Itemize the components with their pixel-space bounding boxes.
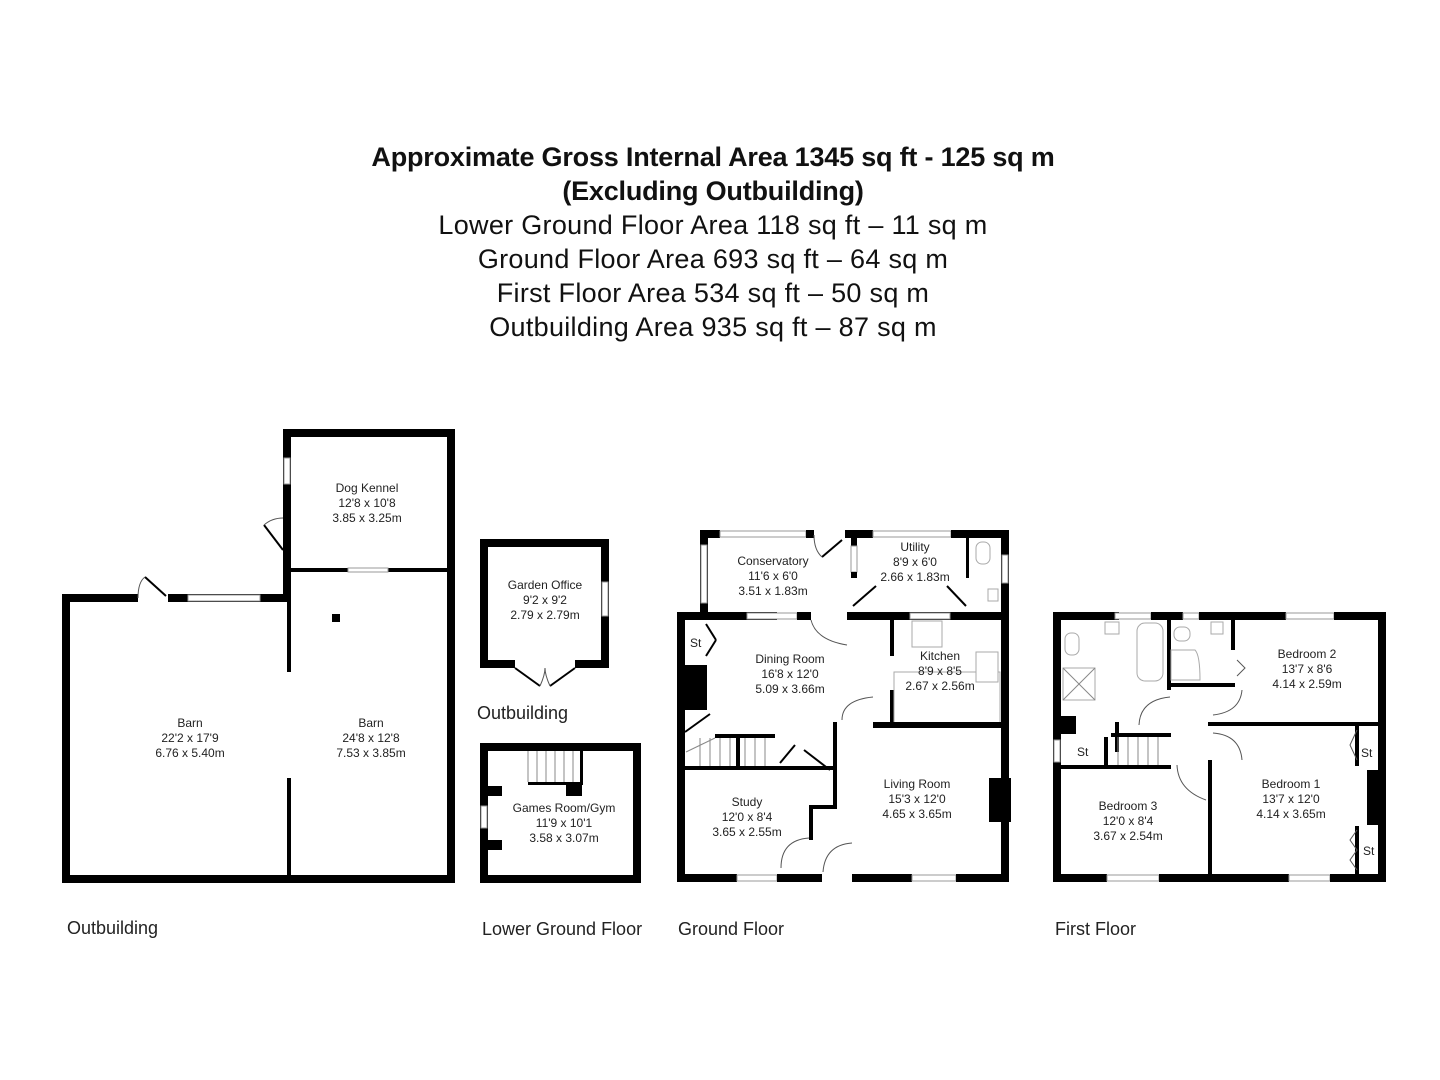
svg-text:Bedroom 2: Bedroom 2 bbox=[1278, 647, 1337, 661]
room-kitchen: Kitchen 8'9 x 8'5 2.67 x 2.56m bbox=[905, 649, 974, 693]
svg-text:Conservatory: Conservatory bbox=[737, 554, 808, 568]
room-dining-room: Dining Room 16'8 x 12'0 5.09 x 3.66m bbox=[755, 652, 824, 696]
area-summary: Approximate Gross Internal Area 1345 sq … bbox=[0, 140, 1426, 344]
svg-text:Living Room: Living Room bbox=[884, 777, 951, 791]
svg-text:8'9 x 6'0: 8'9 x 6'0 bbox=[893, 555, 937, 569]
svg-text:Study: Study bbox=[732, 795, 763, 809]
svg-text:Utility: Utility bbox=[900, 540, 929, 554]
svg-text:Barn: Barn bbox=[358, 716, 383, 730]
garden-office-plan bbox=[480, 539, 609, 687]
room-barn-2: Barn 24'8 x 12'8 7.53 x 3.85m bbox=[336, 716, 405, 760]
room-bedroom-2: Bedroom 2 13'7 x 8'6 4.14 x 2.59m bbox=[1272, 647, 1341, 691]
svg-text:16'8 x 12'0: 16'8 x 12'0 bbox=[761, 667, 819, 681]
svg-text:4.14 x 2.59m: 4.14 x 2.59m bbox=[1272, 677, 1341, 691]
room-living-room: Living Room 15'3 x 12'0 4.65 x 3.65m bbox=[882, 777, 951, 821]
svg-text:2.66 x 1.83m: 2.66 x 1.83m bbox=[880, 570, 949, 584]
area-lower-ground: Lower Ground Floor Area 118 sq ft – 11 s… bbox=[438, 210, 988, 240]
svg-text:11'6 x 6'0: 11'6 x 6'0 bbox=[748, 569, 798, 583]
svg-text:6.76 x 5.40m: 6.76 x 5.40m bbox=[155, 746, 224, 760]
floor-label-outbuilding: Outbuilding bbox=[67, 918, 158, 938]
svg-text:3.85 x 3.25m: 3.85 x 3.25m bbox=[332, 511, 401, 525]
room-utility: Utility 8'9 x 6'0 2.66 x 1.83m bbox=[880, 540, 949, 584]
lower-ground-plan bbox=[480, 743, 641, 883]
svg-text:Bedroom 3: Bedroom 3 bbox=[1099, 799, 1158, 813]
svg-text:24'8 x 12'8: 24'8 x 12'8 bbox=[342, 731, 400, 745]
svg-text:Kitchen: Kitchen bbox=[920, 649, 960, 663]
room-barn-1: Barn 22'2 x 17'9 6.76 x 5.40m bbox=[155, 716, 224, 760]
room-dog-kennel: Dog Kennel 12'8 x 10'8 3.85 x 3.25m bbox=[332, 481, 401, 525]
svg-text:7.53 x 3.85m: 7.53 x 3.85m bbox=[336, 746, 405, 760]
first-storage-label-3: St bbox=[1363, 844, 1375, 858]
svg-text:5.09 x 3.66m: 5.09 x 3.66m bbox=[755, 682, 824, 696]
svg-text:Dining Room: Dining Room bbox=[755, 652, 824, 666]
svg-text:8'9 x 8'5: 8'9 x 8'5 bbox=[918, 664, 962, 678]
first-storage-label-2: St bbox=[1361, 746, 1373, 760]
svg-text:2.67 x 2.56m: 2.67 x 2.56m bbox=[905, 679, 974, 693]
svg-text:Games Room/Gym: Games Room/Gym bbox=[513, 801, 616, 815]
outbuilding-plan bbox=[62, 429, 455, 883]
svg-text:4.14 x 3.65m: 4.14 x 3.65m bbox=[1256, 807, 1325, 821]
floor-label-ground: Ground Floor bbox=[678, 919, 784, 939]
area-outbuilding: Outbuilding Area 935 sq ft – 87 sq m bbox=[489, 312, 937, 342]
svg-text:2.79 x 2.79m: 2.79 x 2.79m bbox=[510, 608, 579, 622]
svg-text:15'3 x 12'0: 15'3 x 12'0 bbox=[888, 792, 946, 806]
svg-text:3.58 x 3.07m: 3.58 x 3.07m bbox=[529, 831, 598, 845]
svg-text:3.65 x 2.55m: 3.65 x 2.55m bbox=[712, 825, 781, 839]
svg-text:12'0 x 8'4: 12'0 x 8'4 bbox=[1103, 814, 1154, 828]
svg-text:13'7 x 12'0: 13'7 x 12'0 bbox=[1262, 792, 1320, 806]
room-bedroom-1: Bedroom 1 13'7 x 12'0 4.14 x 3.65m bbox=[1256, 777, 1325, 821]
svg-text:13'7 x 8'6: 13'7 x 8'6 bbox=[1282, 662, 1333, 676]
area-first: First Floor Area 534 sq ft – 50 sq m bbox=[496, 278, 930, 308]
svg-text:4.65 x 3.65m: 4.65 x 3.65m bbox=[882, 807, 951, 821]
svg-text:3.67 x 2.54m: 3.67 x 2.54m bbox=[1093, 829, 1162, 843]
svg-text:Barn: Barn bbox=[177, 716, 202, 730]
svg-text:9'2 x 9'2: 9'2 x 9'2 bbox=[523, 593, 567, 607]
room-games-room-gym: Games Room/Gym 11'9 x 10'1 3.58 x 3.07m bbox=[513, 801, 616, 845]
svg-text:3.51 x 1.83m: 3.51 x 1.83m bbox=[738, 584, 807, 598]
floor-label-lower-ground: Lower Ground Floor bbox=[482, 919, 642, 939]
floor-label-first: First Floor bbox=[1055, 919, 1136, 939]
svg-text:12'0 x 8'4: 12'0 x 8'4 bbox=[722, 810, 773, 824]
room-garden-office: Garden Office 9'2 x 9'2 2.79 x 2.79m bbox=[508, 578, 583, 622]
room-study: Study 12'0 x 8'4 3.65 x 2.55m bbox=[712, 795, 781, 839]
svg-text:Garden Office: Garden Office bbox=[508, 578, 583, 592]
area-ground: Ground Floor Area 693 sq ft – 64 sq m bbox=[477, 244, 949, 274]
first-floor-plan bbox=[1053, 612, 1386, 882]
gross-area-subtitle: (Excluding Outbuilding) bbox=[562, 176, 864, 206]
ground-floor-plan bbox=[677, 530, 1011, 882]
svg-text:11'9 x 10'1: 11'9 x 10'1 bbox=[536, 816, 593, 830]
room-conservatory: Conservatory 11'6 x 6'0 3.51 x 1.83m bbox=[737, 554, 808, 598]
svg-text:Bedroom 1: Bedroom 1 bbox=[1262, 777, 1321, 791]
svg-text:12'8 x 10'8: 12'8 x 10'8 bbox=[338, 496, 396, 510]
gross-area-title: Approximate Gross Internal Area 1345 sq … bbox=[371, 142, 1055, 172]
svg-text:Dog Kennel: Dog Kennel bbox=[336, 481, 399, 495]
ground-storage-label: St bbox=[690, 636, 702, 650]
floor-label-outbuilding-office: Outbuilding bbox=[477, 703, 568, 723]
first-storage-label-1: St bbox=[1077, 745, 1089, 759]
svg-text:22'2 x 17'9: 22'2 x 17'9 bbox=[161, 731, 219, 745]
room-bedroom-3: Bedroom 3 12'0 x 8'4 3.67 x 2.54m bbox=[1093, 799, 1162, 843]
